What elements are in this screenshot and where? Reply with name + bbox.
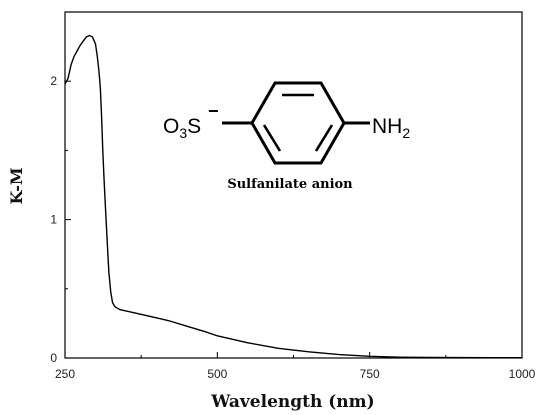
sulfonate-charge: − [208, 101, 219, 121]
molecule-structure: O3S − NH2 Sulfanilate anion [163, 81, 410, 192]
x-tick-labels: 250 500 750 1000 [55, 367, 536, 381]
amine-label: NH2 [372, 115, 410, 141]
y-tick-labels: 0 1 2 [50, 74, 57, 365]
y-axis-title: K-M [7, 167, 26, 204]
x-tick-label: 1000 [509, 367, 536, 381]
x-axis-title: Wavelength (nm) [210, 392, 374, 412]
y-tick-label: 2 [50, 74, 57, 88]
x-tick-label: 750 [360, 367, 380, 381]
y-tick-label: 1 [50, 213, 57, 227]
ring-double-bond [314, 124, 334, 152]
x-tick-label: 250 [55, 367, 75, 381]
y-tick-label: 0 [50, 351, 57, 365]
sulfonate-label: O3S [163, 115, 201, 141]
molecule-caption: Sulfanilate anion [227, 177, 353, 192]
ring-double-bond [262, 124, 282, 152]
x-tick-label: 500 [207, 367, 227, 381]
series-line [64, 34, 522, 359]
